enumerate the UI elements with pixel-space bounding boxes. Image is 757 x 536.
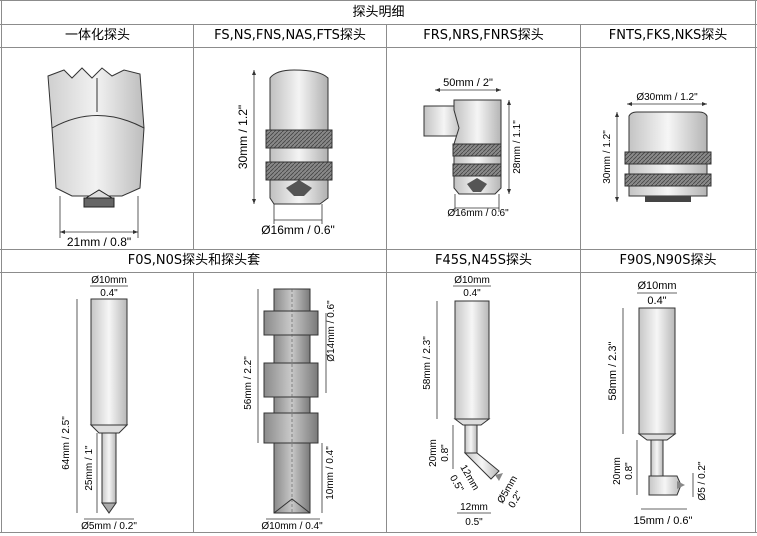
f90s-neck-label: 20mm	[612, 457, 623, 485]
header-fs-probe: FS,NS,FNS,NAS,FTS探头	[214, 28, 366, 43]
f90s-width-label: 15mm / 0.6"	[634, 515, 693, 527]
fnts-probe-drawing: Ø30mm / 1.2" 30mm / 1.2"	[581, 48, 755, 249]
fnts-top-label: Ø30mm / 1.2"	[636, 92, 698, 103]
probe-sleeve-drawing: Ø14mm / 0.6" 56mm / 2.2" 10mm / 0.4" Ø10…	[194, 273, 386, 532]
f90s-probe-drawing: Ø10mm 0.4" 58mm / 2.3" 20mm 0.8" Ø5 / 0.…	[581, 273, 755, 532]
f0s-total-label: 64mm / 2.5"	[61, 416, 72, 470]
f45s-width-in-label: 0.5"	[465, 517, 483, 528]
frs-probe-drawing: 50mm / 2" 28mm / 1.1" Ø16mm / 0.6"	[387, 48, 580, 249]
header-frs-probe: FRS,NRS,FNRS探头	[423, 28, 544, 43]
table-title: 探头明细	[352, 5, 405, 20]
f45s-dia-top-in-label: 0.4"	[463, 288, 481, 299]
f90s-body-label: 58mm / 2.3"	[607, 341, 619, 400]
header-f45s-probe: F45S,N45S探头	[435, 253, 532, 268]
frs-height-label: 28mm / 1.1"	[512, 120, 523, 174]
f0s-dia-top-label: Ø10mm	[91, 275, 127, 286]
header-f0s-probe: F0S,N0S探头和探头套	[127, 253, 261, 268]
f45s-width-label: 12mm	[460, 502, 488, 513]
f0s-tip-label: 25mm / 1"	[84, 445, 95, 491]
integrated-probe-drawing: 21mm / 0.8"	[2, 48, 193, 249]
fs-height-label: 30mm / 1.2"	[236, 105, 250, 169]
f0s-probe-drawing: Ø10mm 0.4" 64mm / 2.5" 25mm / 1" Ø5mm / …	[2, 273, 193, 532]
sleeve-length-label: 56mm / 2.2"	[243, 356, 254, 410]
fs-diameter-label: Ø16mm / 0.6"	[261, 223, 335, 237]
sleeve-tip-label: 10mm / 0.4"	[325, 446, 336, 500]
header-fnts-probe: FNTS,FKS,NKS探头	[608, 28, 728, 43]
fs-probe-drawing: 30mm / 1.2" Ø16mm / 0.6"	[194, 48, 386, 249]
f45s-dia-top-label: Ø10mm	[454, 275, 490, 286]
sleeve-dia-bottom-label: Ø10mm / 0.4"	[261, 521, 323, 532]
integrated-width-label: 21mm / 0.8"	[67, 235, 131, 249]
frs-diameter-label: Ø16mm / 0.6"	[447, 208, 509, 219]
f45s-probe-drawing: Ø10mm 0.4" 58mm / 2.3" 20mm 0.8" 12mm 0.…	[387, 273, 580, 532]
f0s-dia-top-in-label: 0.4"	[100, 288, 118, 299]
f90s-dia-top-in-label: 0.4"	[647, 295, 666, 307]
f45s-neck-label: 20mm	[428, 439, 439, 467]
frs-top-label: 50mm / 2"	[443, 77, 493, 89]
f45s-body-label: 58mm / 2.3"	[422, 336, 433, 390]
fnts-height-label: 30mm / 1.2"	[602, 130, 613, 184]
sleeve-diameter-label: Ø14mm / 0.6"	[326, 300, 337, 362]
f90s-dia-top-label: Ø10mm	[637, 280, 676, 292]
f0s-dia-bottom-label: Ø5mm / 0.2"	[81, 521, 137, 532]
header-f90s-probe: F90S,N90S探头	[619, 253, 717, 268]
f90s-neck-in-label: 0.8"	[624, 462, 635, 480]
header-integrated-probe: 一体化探头	[64, 28, 130, 43]
f90s-tip-dia-label: Ø5 / 0.2"	[697, 461, 708, 501]
f45s-neck-in-label: 0.8"	[440, 444, 451, 462]
